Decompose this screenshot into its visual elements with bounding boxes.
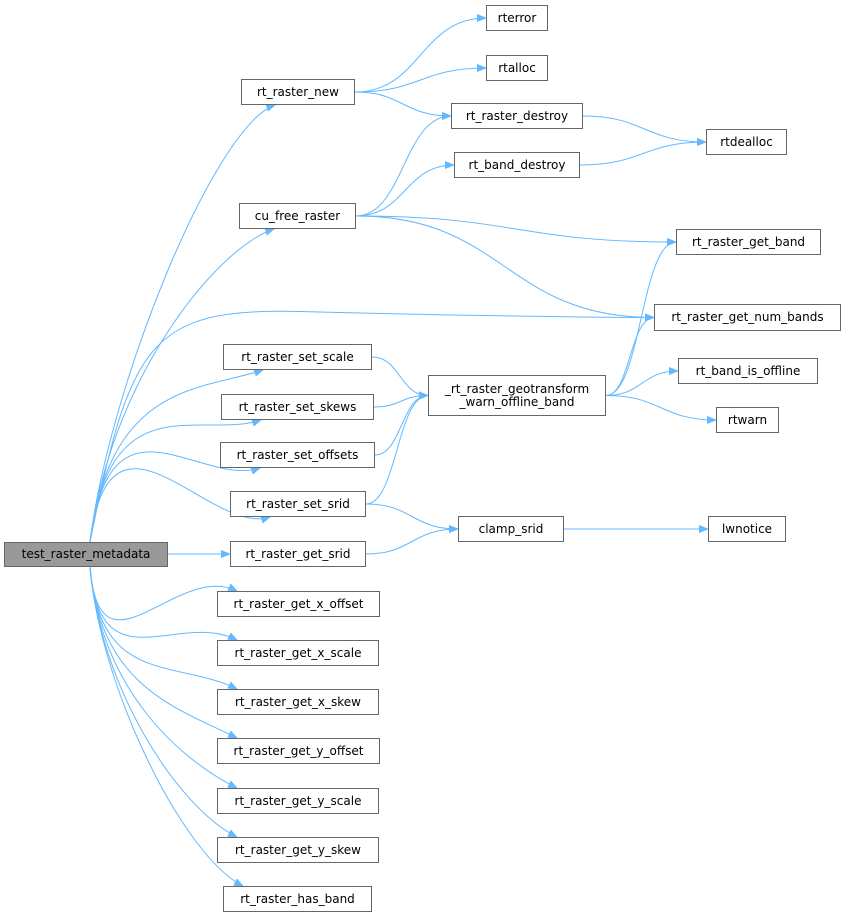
node-get-srid[interactable]: rt_raster_get_srid bbox=[230, 541, 366, 567]
edge-set_srid-to-geo bbox=[365, 391, 429, 505]
edge-geo-to-band_is_offline bbox=[605, 367, 679, 396]
edge-main-to-has_band bbox=[89, 566, 244, 887]
node-cu-free[interactable]: cu_free_raster bbox=[239, 203, 356, 229]
node-rtalloc[interactable]: rtalloc bbox=[486, 55, 548, 81]
node-rtdealloc[interactable]: rtdealloc bbox=[706, 129, 787, 155]
node-get-band[interactable]: rt_raster_get_band bbox=[676, 229, 821, 255]
edge-cu_free-to-band_destroy bbox=[355, 161, 455, 217]
node-get-y-offset[interactable]: rt_raster_get_y_offset bbox=[217, 738, 380, 764]
edge-main-to-set_skews bbox=[89, 419, 262, 543]
node-has-band[interactable]: rt_raster_has_band bbox=[223, 886, 372, 912]
edge-geo-to-get_num_bands bbox=[605, 313, 655, 396]
edge-main-to-get_x_offset bbox=[89, 566, 238, 621]
edge-raster_destroy-to-rtdealloc bbox=[582, 115, 707, 146]
edge-main-to-get_y_scale bbox=[89, 566, 238, 789]
node-get-y-scale[interactable]: rt_raster_get_y_scale bbox=[217, 788, 379, 814]
node-get-x-offset[interactable]: rt_raster_get_x_offset bbox=[217, 591, 380, 617]
edge-set_offsets-to-geo bbox=[374, 391, 429, 456]
node-rterror[interactable]: rterror bbox=[486, 5, 548, 31]
node-get-num-bands[interactable]: rt_raster_get_num_bands bbox=[654, 304, 841, 331]
node-raster-new[interactable]: rt_raster_new bbox=[241, 79, 355, 105]
edge-raster_new-to-rtalloc bbox=[354, 64, 487, 93]
edge-main-to-get_y_offset bbox=[89, 566, 238, 739]
edge-set_scale-to-geo bbox=[371, 356, 429, 400]
node-band-destroy[interactable]: rt_band_destroy bbox=[454, 152, 580, 178]
edge-raster_new-to-rterror bbox=[354, 14, 487, 93]
edge-main-to-get_y_skew bbox=[89, 566, 238, 838]
node-set-skews[interactable]: rt_raster_set_skews bbox=[221, 394, 374, 420]
node-clamp-srid[interactable]: clamp_srid bbox=[458, 516, 564, 542]
edge-cu_free-to-get_band bbox=[355, 215, 677, 246]
node-set-offsets[interactable]: rt_raster_set_offsets bbox=[220, 442, 375, 468]
edge-main-to-raster_new bbox=[89, 104, 277, 543]
edge-main-to-cu_free bbox=[89, 228, 276, 543]
edge-main-to-set_scale bbox=[89, 369, 264, 543]
edge-geo-to-rtwarn bbox=[605, 395, 717, 424]
edge-main-to-get_num_bands bbox=[89, 310, 655, 543]
node-set-srid[interactable]: rt_raster_set_srid bbox=[230, 491, 366, 517]
edge-cu_free-to-get_num_bands bbox=[355, 215, 655, 322]
node-band-is-offline[interactable]: rt_band_is_offline bbox=[678, 358, 818, 384]
edge-raster_new-to-raster_destroy bbox=[354, 91, 452, 120]
edge-get_srid-to-clamp_srid bbox=[365, 525, 459, 555]
edge-main-to-set_offsets bbox=[89, 451, 261, 543]
node-rtwarn[interactable]: rtwarn bbox=[716, 407, 779, 433]
node-get-y-skew[interactable]: rt_raster_get_y_skew bbox=[217, 837, 379, 863]
edge-main-to-get_x_scale bbox=[89, 566, 238, 641]
node-main: test_raster_metadata bbox=[4, 542, 168, 567]
node-get-x-scale[interactable]: rt_raster_get_x_scale bbox=[217, 640, 379, 666]
node-set-scale[interactable]: rt_raster_set_scale bbox=[223, 344, 372, 370]
edge-band_destroy-to-rtdealloc bbox=[579, 138, 707, 166]
edge-cu_free-to-raster_destroy bbox=[355, 112, 452, 217]
node-raster-destroy[interactable]: rt_raster_destroy bbox=[451, 103, 583, 129]
node-lwnotice[interactable]: lwnotice bbox=[708, 516, 786, 542]
edge-set_srid-to-clamp_srid bbox=[365, 503, 459, 533]
node-get-x-skew[interactable]: rt_raster_get_x_skew bbox=[217, 689, 379, 715]
node-geo[interactable]: _rt_raster_geotransform _warn_offline_ba… bbox=[428, 375, 606, 416]
edge-main-to-get_x_skew bbox=[89, 566, 238, 690]
